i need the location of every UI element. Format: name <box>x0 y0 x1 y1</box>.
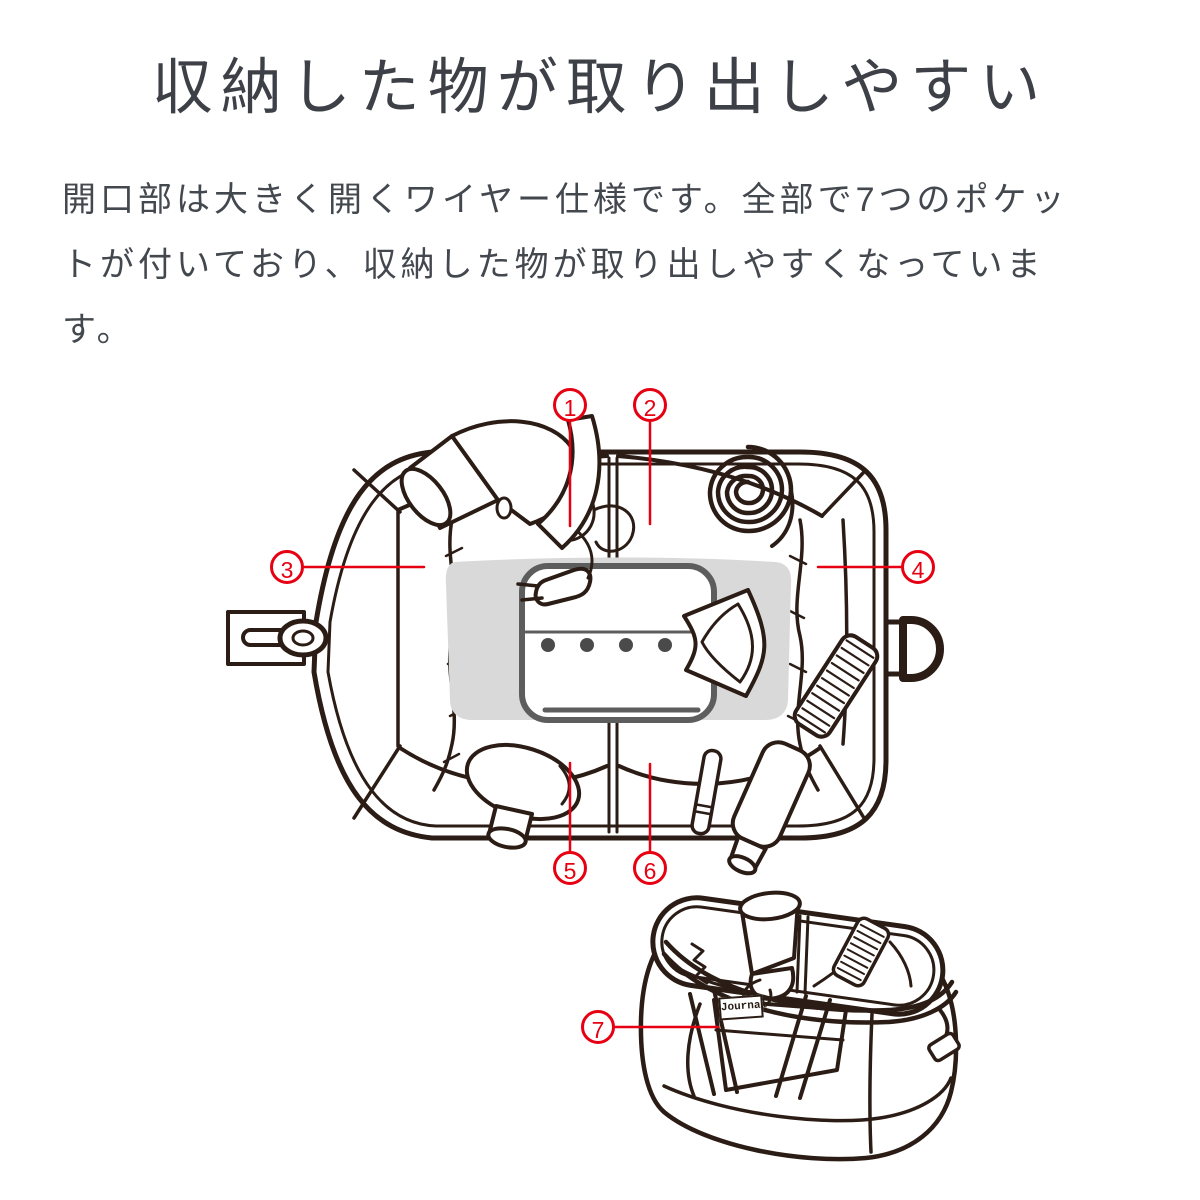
side-view-hair-dryer <box>738 890 802 1026</box>
steamer-device <box>519 563 717 723</box>
nozzle-attachment <box>682 588 767 698</box>
pocket-marker-7: 7 <box>581 1010 615 1044</box>
shoulder-strap <box>661 939 961 1063</box>
pocket-marker-4: 4 <box>901 550 935 584</box>
spray-bottle <box>727 740 812 876</box>
bottle <box>464 743 582 850</box>
section-description: 開口部は大きく開くワイヤー仕様です。全部で7つのポケットが付いており、収納した物… <box>62 181 1069 349</box>
section-title: 収納した物が取り出しやすい <box>151 53 1049 121</box>
slim-pen <box>690 748 723 836</box>
side-view-comb <box>831 916 891 988</box>
pocket-marker-2: 2 <box>633 388 667 422</box>
pocket-brand-tag: Journal <box>718 994 768 1021</box>
rolled-item-spiral <box>707 444 795 548</box>
bag-side-view-illustration <box>638 890 961 1162</box>
marker-leader-lines <box>302 420 903 1029</box>
zipper-pull <box>226 610 329 666</box>
side-knob <box>883 616 944 682</box>
pocket-marker-1: 1 <box>553 388 587 422</box>
pocket-marker-3: 3 <box>270 550 304 584</box>
pocket-marker-5: 5 <box>553 851 587 885</box>
comb <box>792 633 880 739</box>
pocket-marker-6: 6 <box>633 851 667 885</box>
hair-dryer <box>399 414 602 550</box>
power-plug <box>516 487 636 607</box>
bag-top-view-illustration <box>226 414 944 876</box>
